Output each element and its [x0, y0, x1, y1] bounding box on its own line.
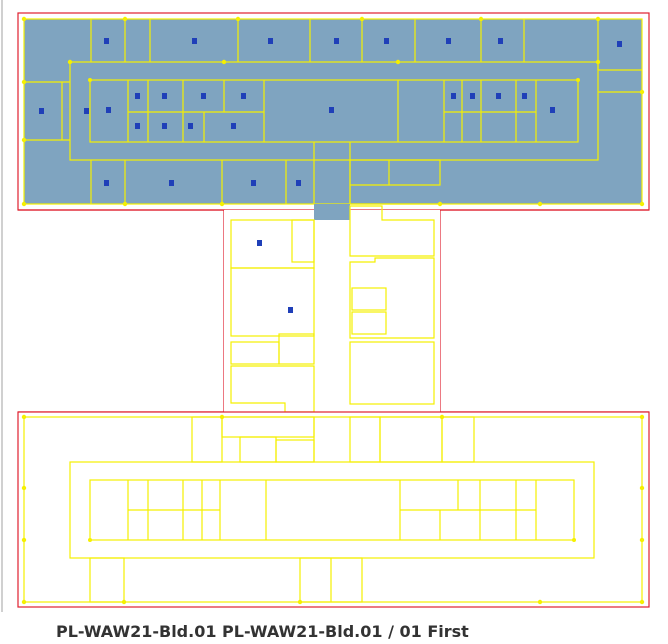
- connector-desk-markers: [257, 240, 293, 313]
- room-connector-ne[interactable]: [349, 205, 435, 257]
- central-connector[interactable]: [18, 204, 649, 413]
- caption-strip: [0, 612, 668, 644]
- south-core: [89, 479, 575, 541]
- north-wing[interactable]: [17, 12, 650, 211]
- south-wing-outline: [17, 411, 650, 608]
- floor-caption: PL-WAW21-Bld.01 PL-WAW21-Bld.01 / 01 Fir…: [56, 622, 469, 641]
- north-inner-ring: [69, 61, 599, 161]
- north-column-dots: [21, 16, 645, 207]
- north-desk-markers: [39, 38, 622, 186]
- south-wing[interactable]: [17, 411, 650, 608]
- north-core: [89, 79, 579, 143]
- connector-floor: [224, 210, 440, 412]
- connector-link: [314, 204, 350, 220]
- south-column-dots: [21, 414, 645, 605]
